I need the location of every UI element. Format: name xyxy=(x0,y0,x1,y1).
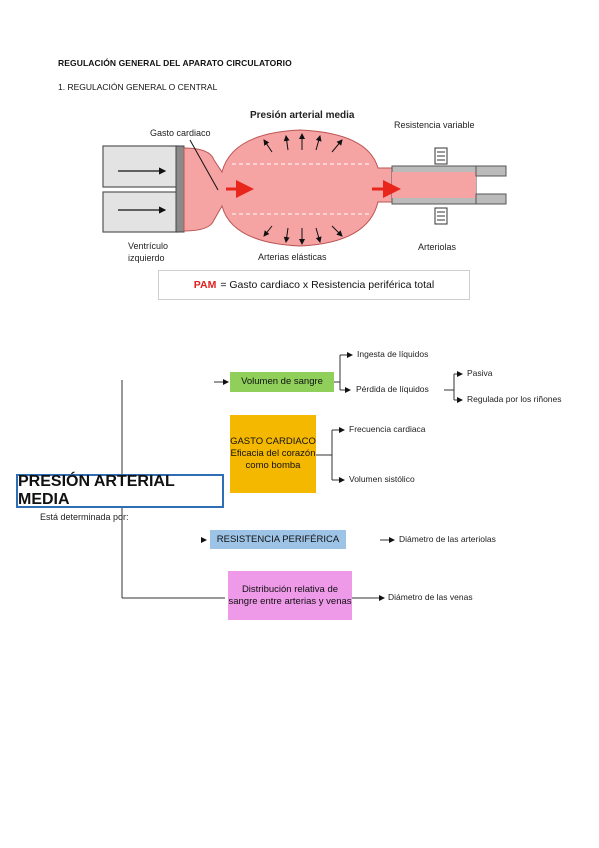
blood-volume-box: Volumen de sangre xyxy=(230,372,334,392)
page-title: REGULACIÓN GENERAL DEL APARATO CIRCULATO… xyxy=(58,58,292,68)
determined-by-label: Está determinada por: xyxy=(40,512,129,522)
distribution-box: Distribución relativa de sangre entre ar… xyxy=(228,571,352,620)
passive-label: Pasiva xyxy=(467,368,493,378)
elastic-artery-shape xyxy=(183,129,393,247)
arterioles-label: Arteriolas xyxy=(418,242,457,252)
heart-rate-label: Frecuencia cardiaca xyxy=(349,424,426,434)
pam-label: PAM xyxy=(193,279,217,291)
pam-formula: PAM = Gasto cardiaco x Resistencia perif… xyxy=(158,270,470,300)
vein-diameter-label: Diámetro de las venas xyxy=(388,592,473,602)
pressure-title: Presión arterial media xyxy=(250,110,355,121)
pam-formula-text: = Gasto cardiaco x Resistencia periféric… xyxy=(220,279,435,291)
main-concept: PRESIÓN ARTERIAL MEDIA xyxy=(16,473,224,508)
cardiac-output-label: Gasto cardiaco xyxy=(150,128,211,138)
cardiac-output-box: GASTO CARDIACO Eficacia del corazón como… xyxy=(230,415,316,493)
kidney-regulated-label: Regulada por los riñones xyxy=(467,394,562,404)
stroke-volume-label: Volumen sistólico xyxy=(349,474,415,484)
fluid-loss-label: Pérdida de líquidos xyxy=(356,384,429,394)
peripheral-resistance-box: RESISTENCIA PERIFÉRICA xyxy=(210,530,346,549)
arteriole-diameter-label: Diámetro de las arteriolas xyxy=(399,534,496,544)
section-title: 1. REGULACIÓN GENERAL O CENTRAL xyxy=(58,82,218,92)
ventricle-shape xyxy=(102,145,185,233)
ventricle-label: Ventrículo izquierdo xyxy=(128,241,169,264)
elastic-arteries-label: Arterias elásticas xyxy=(258,252,327,262)
fluid-intake-label: Ingesta de líquidos xyxy=(357,349,429,359)
variable-resistance-label: Resistencia variable xyxy=(394,120,475,130)
